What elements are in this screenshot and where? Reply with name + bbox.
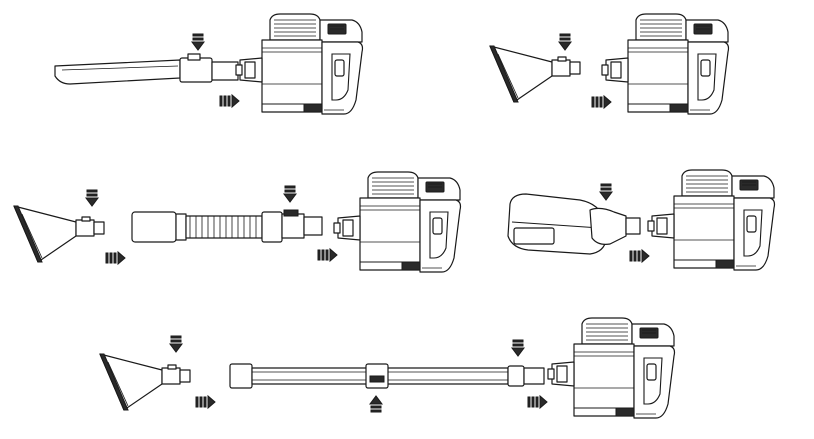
panel-extension-tube-attachment [100,318,675,418]
handheld-vacuum-body [334,172,461,272]
push-right-arrow-icon [220,95,239,107]
push-right-arrow-icon [196,396,215,408]
crevice-tool [55,54,238,84]
wide-brush-tool [490,46,580,102]
press-down-arrow-icon [600,184,612,200]
push-right-arrow-icon [528,396,547,408]
press-down-arrow-icon [192,34,204,50]
push-right-arrow-icon [106,252,125,264]
motorized-brush-head [508,194,640,254]
wide-brush-tool [14,206,104,262]
extension-tube [230,364,544,388]
handheld-vacuum-body [548,318,675,418]
press-down-arrow-icon [512,340,524,356]
press-up-arrow-icon [370,396,382,412]
push-right-arrow-icon [630,250,649,262]
panel-motorized-head-attachment [508,170,775,270]
handheld-vacuum-body [236,14,363,114]
press-down-arrow-icon [170,336,182,352]
push-right-arrow-icon [592,96,611,108]
press-down-arrow-icon [284,186,296,202]
panel-hose-attachment [14,172,461,272]
press-down-arrow-icon [559,34,571,50]
press-down-arrow-icon [86,190,98,206]
panel-crevice-tool-attachment [55,14,363,114]
push-right-arrow-icon [318,249,337,261]
wide-brush-tool [100,354,190,410]
panel-brush-tool-attachment [490,14,729,114]
handheld-vacuum-body [648,170,775,270]
flexible-hose [132,210,322,242]
handheld-vacuum-body [602,14,729,114]
